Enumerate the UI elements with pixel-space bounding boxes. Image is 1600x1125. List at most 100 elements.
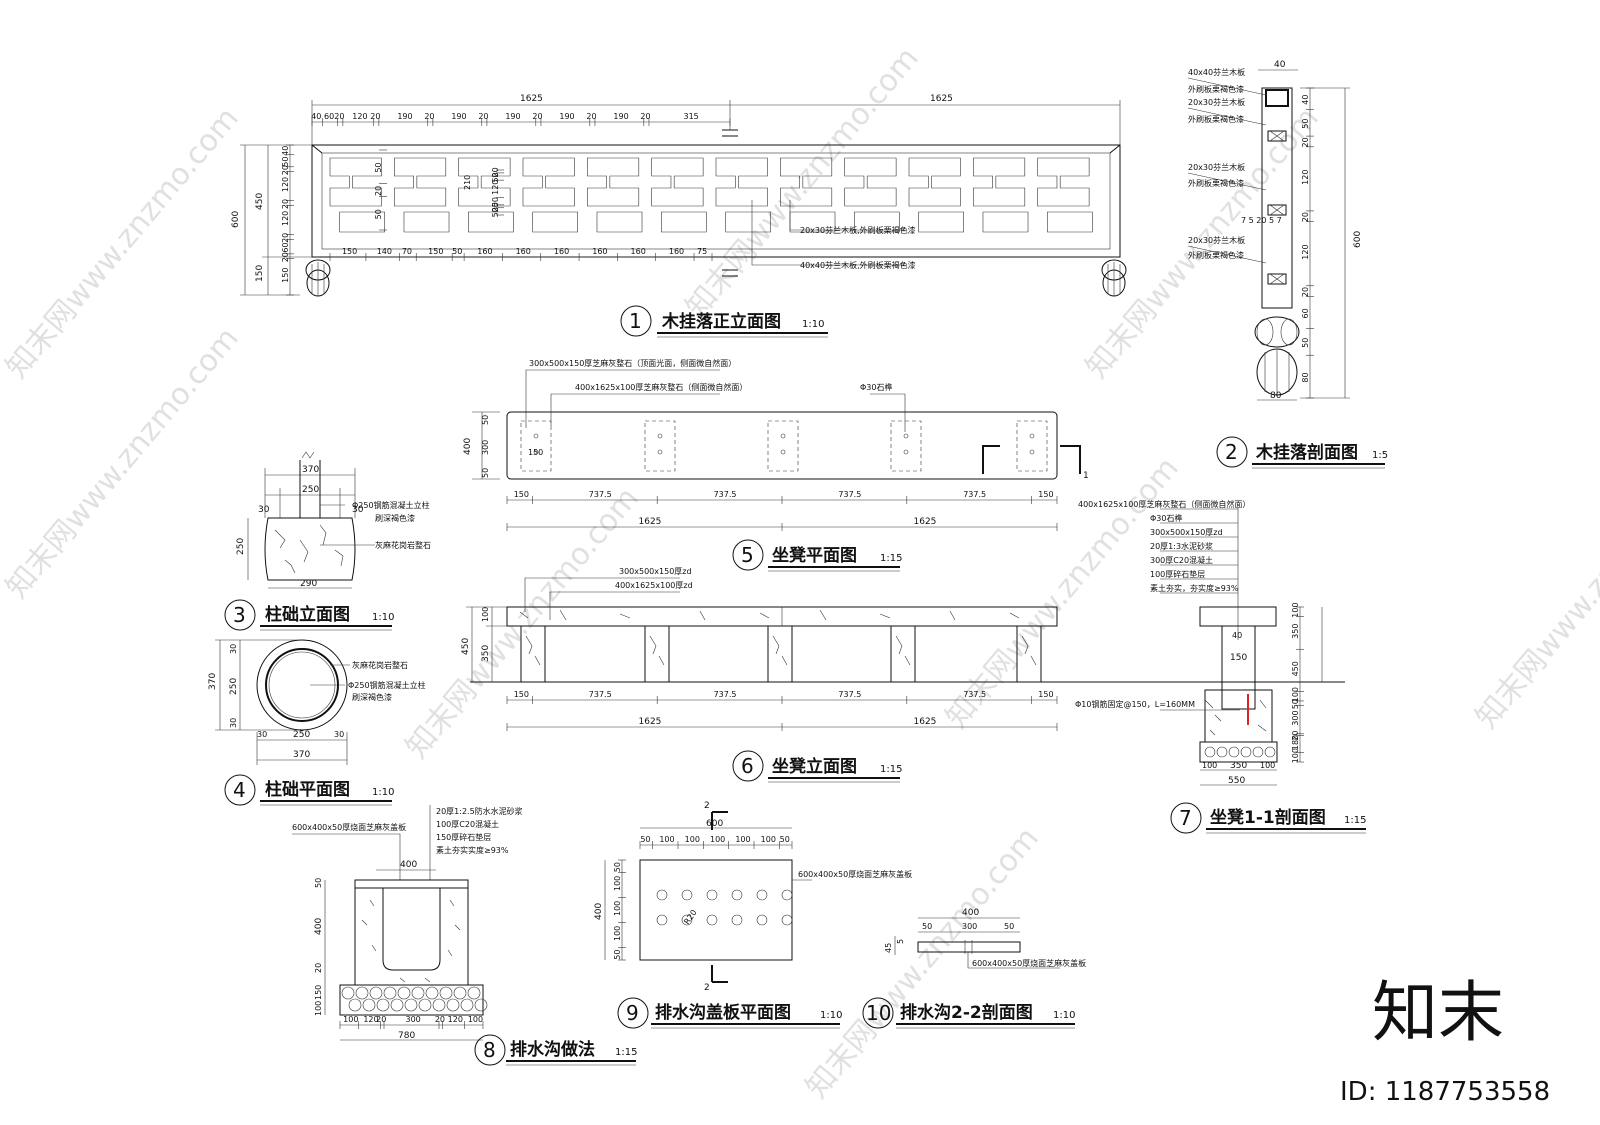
watermark-site-6: 知末网www.znzmo.com <box>1079 101 1325 385</box>
d9-top-dim-4: 100 <box>735 835 750 844</box>
watermark-id: ID: 1187753558 <box>1340 1077 1550 1107</box>
d1-tassel-left <box>305 259 331 297</box>
d7-note-1: Φ30石榫 <box>1150 513 1182 523</box>
d4-note-granite: 灰麻花岗岩整石 <box>352 660 408 670</box>
d2-note-5: 外刷板栗褐色漆 <box>1188 178 1244 188</box>
d1-fret-pattern <box>329 157 1093 233</box>
d1-fret-lower <box>339 211 385 233</box>
d2-note-4: 20x30芬兰木板 <box>1188 162 1245 172</box>
d8-note-1: 100厚C20混凝土 <box>436 819 499 829</box>
d5-section-mark: 1 <box>1083 471 1089 481</box>
d8-notes: 20厚1:2.5防水水泥砂浆100厚C20混凝土150厚碎石垫层素土夯实实度≥9… <box>429 805 523 880</box>
d5-tenon-a-0 <box>533 433 539 439</box>
d7-right-dim-6: 20 <box>1291 731 1300 741</box>
d1-overall-left: 1625 <box>520 94 543 104</box>
d7-right-dim-0: 100 <box>1291 602 1300 617</box>
d2-bottom-80: 80 <box>1270 391 1282 401</box>
d1-fret-unit <box>329 157 382 207</box>
d3-top-30b: 30 <box>352 505 364 515</box>
d1-top-dim-6: 20 <box>424 112 434 121</box>
d2-number: 2 <box>1225 440 1238 464</box>
d10-left-5: 5 <box>896 939 905 944</box>
d4-scale: 1:10 <box>372 787 394 798</box>
drawing-3-plinth-elevation: 370 250 30 30 250 290 Φ250钢筋混凝土立柱 刷深褐色漆 … <box>224 451 431 631</box>
d7-right-dim-8: 100 <box>1291 748 1300 763</box>
d7-inner-150: 150 <box>1230 653 1247 663</box>
d3-top-370: 370 <box>302 465 319 475</box>
d1-top-dim-3: 120 <box>352 112 367 121</box>
d8-note-3: 素土夯实实度≥93% <box>436 845 509 855</box>
d2-scale: 1:5 <box>1372 450 1388 461</box>
d9-top-dim-3: 100 <box>710 835 725 844</box>
d5-note-slab: 400x1625x100厚芝麻灰整石（侧面微自然面） <box>575 382 747 392</box>
d1-inner-a-0: 50 <box>374 162 383 172</box>
d5-tenon-a-4 <box>1029 433 1035 439</box>
d1-title: 木挂落正立面图 <box>661 311 781 332</box>
d4-bottom-370: 370 <box>293 750 310 760</box>
d6-total-0: 1625 <box>639 717 662 727</box>
drawing-5-bench-plan: 1 300x500x150厚芝麻灰整石（顶面光面，侧面微自然面） 400x162… <box>463 358 1089 572</box>
d1-fret-lower <box>596 211 643 233</box>
d7-title: 坐凳1-1剖面图 <box>1210 807 1326 828</box>
d8-gravel-stone <box>446 998 460 1012</box>
d5-number: 5 <box>741 543 754 567</box>
d1-inner-a-1: 20 <box>374 186 383 196</box>
d7-bottom-550: 550 <box>1228 776 1245 786</box>
d2-note-7: 外刷板栗褐色漆 <box>1188 250 1244 260</box>
d9-top-600: 600 <box>706 819 723 829</box>
d8-gravel-stone <box>474 998 488 1012</box>
d1-top-dim-2: 20 <box>334 112 344 121</box>
d9-number: 9 <box>626 1001 639 1025</box>
d1-top-dim-1: 60 <box>324 112 334 121</box>
d1-fret-unit <box>973 157 1026 207</box>
d4-left-370: 370 <box>208 673 218 690</box>
d1-bottom-dim-9: 160 <box>631 247 646 256</box>
d2-right-dim-5: 120 <box>1301 244 1310 259</box>
d5-dim-2: 737.5 <box>714 490 737 499</box>
d1-top-dim-14: 20 <box>640 112 650 121</box>
d6-leg-vein-1 <box>649 635 665 666</box>
d7-note-0: 400x1625x100厚芝麻灰整石（侧面微自然面） <box>1078 499 1250 509</box>
d8-gravel-stone <box>439 986 453 1000</box>
d8-gravel-stone <box>425 986 439 1000</box>
d7-scale: 1:15 <box>1344 815 1366 826</box>
d9-left-dim-2: 100 <box>613 901 622 916</box>
d7-number: 7 <box>1179 806 1192 830</box>
d3-note-paint: 刷深褐色漆 <box>375 513 415 523</box>
d9-hole <box>681 914 693 926</box>
d8-number: 8 <box>483 1038 496 1062</box>
d9-top-dim-2: 100 <box>685 835 700 844</box>
d2-leader <box>1187 172 1267 191</box>
d2-right-dim-3: 120 <box>1301 170 1310 185</box>
d1-fret-unit <box>587 157 640 207</box>
d9-radius: R20 <box>682 908 698 926</box>
d2-leader <box>1187 245 1267 264</box>
d9-hole <box>756 889 768 901</box>
d1-left-dim-6: 20 <box>281 233 290 243</box>
d5-tenon-b-2 <box>780 449 786 455</box>
d4-title: 柱础平面图 <box>265 779 350 800</box>
d8-gravel-stone <box>397 986 411 1000</box>
d1-left-dim-8: 20 <box>281 252 290 262</box>
d8-bottom-dim-0: 100 <box>343 1015 358 1024</box>
d5-leg-block-2 <box>767 420 799 472</box>
d1-fret-lower <box>1047 211 1093 233</box>
d1-inner-b-5: 50 <box>491 207 500 217</box>
d1-height-150: 150 <box>255 265 265 282</box>
d2-right-dim-4: 20 <box>1301 212 1310 222</box>
d4-number: 4 <box>233 778 246 802</box>
d8-gravel <box>341 986 488 1012</box>
d4-bottom-30a: 30 <box>257 730 267 739</box>
d7-notes: 400x1625x100厚芝麻灰整石（侧面微自然面）Φ30石榫300x500x1… <box>1078 499 1250 594</box>
d7-bottom-350: 350 <box>1230 761 1247 771</box>
d6-leg-vein-0 <box>525 635 541 666</box>
d1-fret-unit <box>394 157 447 207</box>
d7-rebar: Φ10钢筋固定@150，L=160MM <box>1075 699 1195 709</box>
d5-tenon-a-1 <box>657 433 663 439</box>
d1-fret-lower <box>854 211 900 233</box>
d10-top-300: 300 <box>962 922 977 931</box>
d7-note-5: 100厚碎石垫层 <box>1150 569 1205 579</box>
